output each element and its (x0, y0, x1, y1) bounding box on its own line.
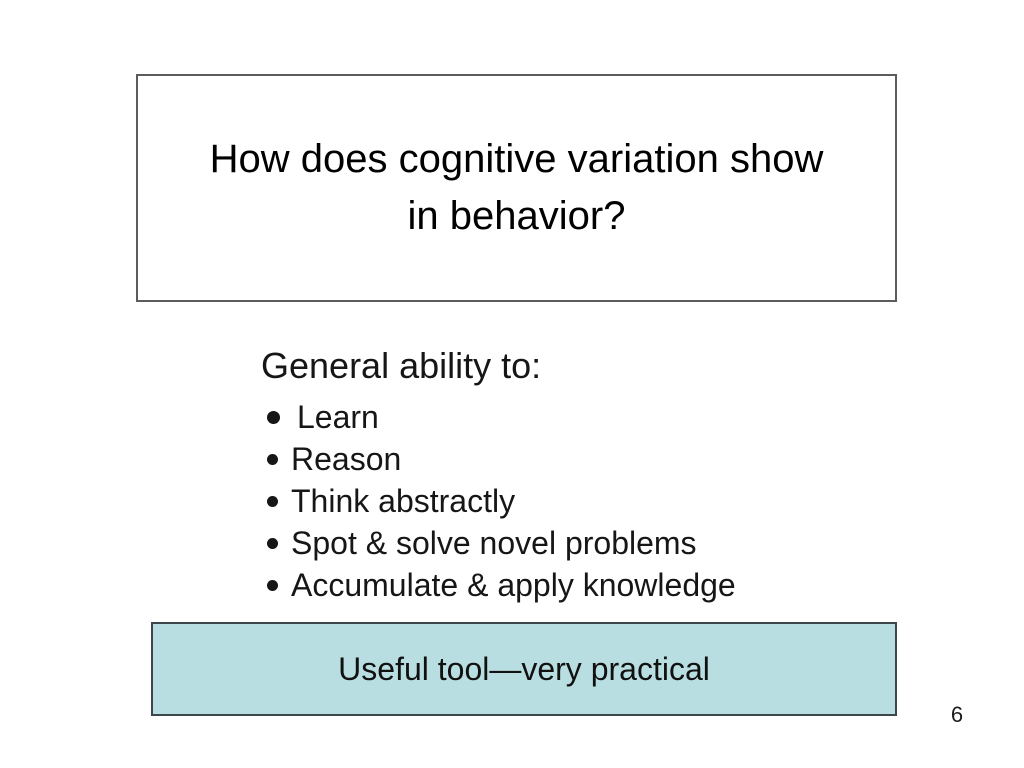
bullet-item: Think abstractly (267, 480, 841, 522)
bullet-item: Spot & solve novel problems (267, 522, 841, 564)
bullet-circle-icon (267, 579, 278, 591)
bullet-list: Learn Reason Think abstractly Spot & sol… (267, 396, 841, 606)
bullet-text: Learn (297, 399, 379, 435)
bullet-circle-icon (267, 453, 278, 465)
bullet-text: Think abstractly (291, 483, 516, 519)
bullet-item: Learn (267, 396, 841, 438)
bullet-item: Reason (267, 438, 841, 480)
bullet-item: Accumulate & apply knowledge (267, 564, 841, 606)
page-number: 6 (950, 702, 964, 727)
bullet-text: Accumulate & apply knowledge (291, 567, 736, 603)
bullet-circle-icon (267, 410, 280, 424)
title-line-1: How does cognitive variation show (209, 137, 824, 181)
body-text-block: General ability to: Learn Reason Think a… (261, 344, 841, 606)
body-heading: General ability to: (261, 345, 542, 386)
bullet-text: Spot & solve novel problems (291, 525, 697, 561)
title-line-2: in behavior? (407, 194, 626, 238)
bullet-circle-icon (267, 495, 278, 507)
title-box: How does cognitive variation show in beh… (136, 74, 897, 302)
highlight-box: Useful tool—very practical (151, 622, 897, 716)
highlight-text: Useful tool—very practical (338, 650, 710, 687)
bullet-circle-icon (267, 537, 278, 549)
bullet-text: Reason (291, 441, 402, 477)
